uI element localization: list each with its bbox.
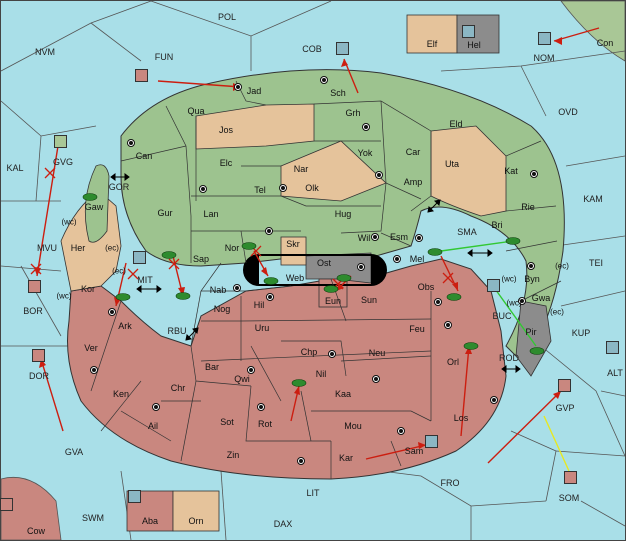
supply-center-ost: [357, 263, 365, 271]
move-arrows: [36, 27, 600, 464]
region-orn[interactable]: [172, 490, 220, 532]
region-con[interactable]: [560, 1, 625, 62]
fleet-buc[interactable]: [487, 279, 500, 292]
fleet-aba[interactable]: [128, 490, 141, 503]
supply-center-los: [490, 396, 498, 404]
supply-center-jad: [234, 83, 242, 91]
supply-center-mou: [397, 427, 405, 435]
supply-center-tel: [279, 184, 287, 192]
supply-center-obs: [434, 298, 442, 306]
supply-center-wil: [371, 233, 379, 241]
region-skr[interactable]: [280, 236, 307, 266]
region-cow[interactable]: [1, 476, 62, 540]
supply-center-nab: [233, 284, 241, 292]
supply-center-lan: [265, 227, 273, 235]
supply-center-ail: [152, 403, 160, 411]
fleet-dor[interactable]: [32, 349, 45, 362]
fleet-elf-hel[interactable]: [462, 25, 475, 38]
supply-center-mel: [393, 255, 401, 263]
supply-center-grh: [362, 123, 370, 131]
supply-center-sot: [257, 403, 265, 411]
supply-center-can: [127, 139, 135, 147]
fleet-gvp[interactable]: [558, 379, 571, 392]
region-gaw[interactable]: [84, 164, 110, 243]
supply-center-chp: [328, 350, 336, 358]
tunnel-right-cap: [371, 255, 386, 285]
double-arrows: [110, 173, 521, 373]
supply-center-esm: [415, 234, 423, 242]
fleet-fun[interactable]: [135, 69, 148, 82]
supply-center-orl: [444, 321, 452, 329]
fleet-bor[interactable]: [28, 280, 41, 293]
region-pir[interactable]: [515, 300, 552, 377]
supply-center-yok: [375, 171, 383, 179]
supply-center-ark: [108, 308, 116, 316]
supply-center-sch: [320, 76, 328, 84]
region-elf[interactable]: [406, 14, 458, 54]
supply-center-zin: [297, 457, 305, 465]
supply-center-gwa: [518, 297, 526, 305]
supply-center-kaa: [372, 375, 380, 383]
region-eun[interactable]: [318, 278, 348, 308]
supply-center-elc: [199, 185, 207, 193]
supply-center-byn: [527, 262, 535, 270]
fleet-alt[interactable]: [606, 341, 619, 354]
region-ost[interactable]: [305, 252, 372, 284]
supply-center-ver: [90, 366, 98, 374]
region-uta[interactable]: [430, 125, 507, 217]
fleet-cow[interactable]: [0, 498, 13, 511]
fleet-som[interactable]: [564, 471, 577, 484]
supply-center-qwi: [247, 366, 255, 374]
fleet-sam[interactable]: [425, 435, 438, 448]
fleet-nom[interactable]: [538, 32, 551, 45]
supply-center-kat: [530, 170, 538, 178]
supply-center-hil: [266, 293, 274, 301]
fleet-cob[interactable]: [336, 42, 349, 55]
fleet-gvg[interactable]: [54, 135, 67, 148]
fleet-mit[interactable]: [133, 251, 146, 264]
support-lines: [440, 240, 570, 472]
red-continent[interactable]: [67, 258, 507, 480]
failed-markers: [30, 167, 454, 290]
tunnel-left-cap: [244, 255, 259, 285]
armies: [82, 193, 545, 387]
